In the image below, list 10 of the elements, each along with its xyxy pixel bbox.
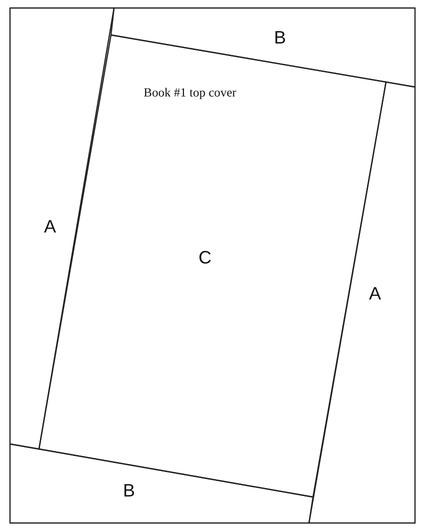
- region-caption: Book #1 top cover: [144, 86, 236, 100]
- region-letter: A: [369, 284, 381, 304]
- panel-region: [10, 444, 313, 523]
- region-letter: B: [274, 28, 286, 48]
- panel-region: [111, 8, 415, 87]
- region-letter: B: [123, 480, 135, 502]
- region-letter: C: [198, 248, 212, 268]
- panel-region: [10, 8, 114, 449]
- panel-region: [309, 82, 415, 523]
- region-letter: A: [44, 216, 56, 238]
